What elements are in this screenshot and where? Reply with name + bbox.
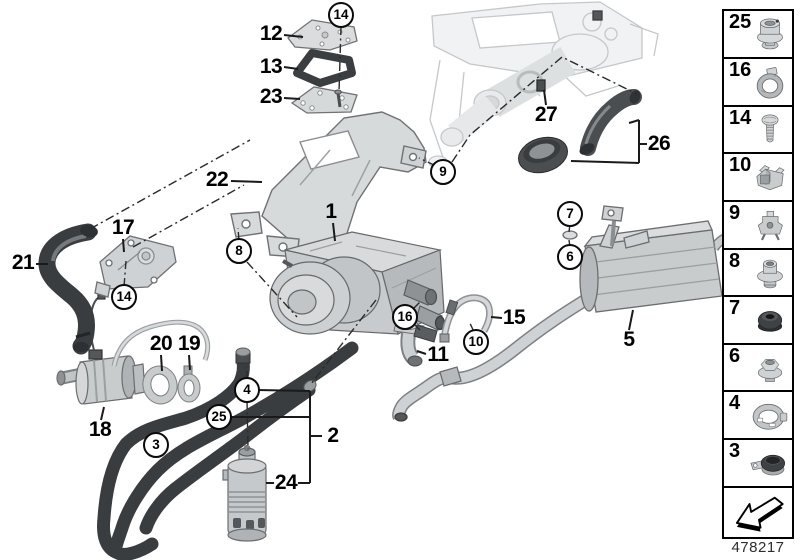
callout-8[interactable]: 8 bbox=[226, 238, 252, 264]
diagram-number: 478217 bbox=[731, 539, 785, 556]
callout-16[interactable]: 16 bbox=[392, 304, 418, 330]
rubber-grommet-icon bbox=[757, 311, 783, 332]
callout-14[interactable]: 14 bbox=[111, 284, 137, 310]
legend-item-label: 25 bbox=[729, 11, 752, 33]
part-20-clamp bbox=[142, 365, 178, 405]
legend-item-label: 3 bbox=[729, 440, 741, 462]
leader-lines bbox=[36, 34, 647, 484]
part-1-heater-unit bbox=[269, 231, 446, 335]
hex-nut-icon bbox=[757, 359, 783, 382]
callout-4[interactable]: 4 bbox=[234, 377, 260, 403]
legend-item-label: 9 bbox=[729, 202, 741, 224]
part-2-hose bbox=[139, 379, 317, 535]
part-5-muffler bbox=[392, 205, 732, 422]
legend-item-label: 4 bbox=[729, 392, 741, 414]
callout-23[interactable]: 23 bbox=[259, 85, 283, 108]
part-19-clamp bbox=[177, 365, 201, 403]
reference-lines bbox=[89, 25, 638, 450]
direction-arrow-icon bbox=[735, 496, 784, 532]
callout-22[interactable]: 22 bbox=[205, 168, 229, 191]
callout-7[interactable]: 7 bbox=[557, 201, 583, 227]
legend-arrow-cell[interactable] bbox=[722, 486, 794, 539]
callout-15[interactable]: 15 bbox=[502, 306, 526, 329]
legend-item-25[interactable]: 25 bbox=[722, 9, 794, 59]
callout-18[interactable]: 18 bbox=[88, 418, 112, 441]
callout-12[interactable]: 12 bbox=[259, 22, 283, 45]
spacer-bush-icon bbox=[757, 259, 783, 289]
body-nut-clip-icon bbox=[757, 210, 783, 241]
part-17-bracket bbox=[94, 235, 177, 298]
callout-1[interactable]: 1 bbox=[325, 200, 337, 223]
callout-10[interactable]: 10 bbox=[463, 329, 489, 355]
callout-6[interactable]: 6 bbox=[557, 244, 583, 270]
callout-17[interactable]: 17 bbox=[111, 216, 135, 239]
legend-item-16[interactable]: 16 bbox=[722, 57, 794, 107]
part-26-hose-and-ring bbox=[518, 89, 642, 174]
legend-item-label: 6 bbox=[729, 345, 741, 367]
legend-item-label: 16 bbox=[729, 59, 752, 81]
callout-25[interactable]: 25 bbox=[206, 404, 232, 430]
callout-27[interactable]: 27 bbox=[534, 103, 558, 126]
ghost-assembly bbox=[428, 1, 659, 169]
callout-2[interactable]: 2 bbox=[327, 424, 339, 447]
legend-item-10[interactable]: 10 bbox=[722, 152, 794, 202]
part-21-hose bbox=[38, 223, 98, 355]
callout-5[interactable]: 5 bbox=[623, 328, 635, 351]
callout-24[interactable]: 24 bbox=[274, 471, 298, 494]
metal-water-pipe-highlight bbox=[112, 320, 209, 367]
legend-item-6[interactable]: 6 bbox=[722, 343, 794, 392]
callout-13[interactable]: 13 bbox=[259, 55, 283, 78]
callout-21[interactable]: 21 bbox=[11, 251, 35, 274]
legend-item-9[interactable]: 9 bbox=[722, 200, 794, 250]
part-13-gasket bbox=[293, 49, 356, 87]
screw-under-14 bbox=[334, 89, 342, 108]
legend-item-label: 8 bbox=[729, 250, 741, 272]
expanding-grommet-icon bbox=[757, 18, 783, 50]
screw-icon bbox=[761, 114, 779, 143]
holder-clip-icon bbox=[756, 165, 785, 191]
callout-9[interactable]: 9 bbox=[430, 159, 456, 185]
callout-20[interactable]: 20 bbox=[149, 332, 173, 355]
callout-11[interactable]: 11 bbox=[427, 343, 449, 366]
part-18-water-pump bbox=[56, 290, 146, 405]
legend-item-4[interactable]: 4 bbox=[722, 390, 794, 440]
part-24-silencer bbox=[222, 444, 267, 542]
legend-item-label: 7 bbox=[729, 297, 741, 319]
legend-item-14[interactable]: 14 bbox=[722, 105, 794, 154]
legend-item-8[interactable]: 8 bbox=[722, 248, 794, 297]
legend-item-7[interactable]: 7 bbox=[722, 295, 794, 345]
part-15-pipe bbox=[439, 294, 494, 343]
band-clamp-icon bbox=[752, 403, 788, 430]
callout-26[interactable]: 26 bbox=[647, 132, 671, 155]
part-22-bracket bbox=[230, 111, 427, 258]
part-23-plate bbox=[290, 86, 358, 114]
callout-14[interactable]: 14 bbox=[328, 2, 354, 28]
legend-item-label: 14 bbox=[729, 107, 752, 129]
legend-item-3[interactable]: 3 bbox=[722, 438, 794, 488]
rubber-mount-clamp-icon bbox=[750, 454, 786, 476]
callout-19[interactable]: 19 bbox=[177, 332, 201, 355]
legend-item-label: 10 bbox=[729, 154, 752, 176]
callout-3[interactable]: 3 bbox=[143, 432, 169, 458]
hose-clamp-icon bbox=[756, 67, 784, 99]
